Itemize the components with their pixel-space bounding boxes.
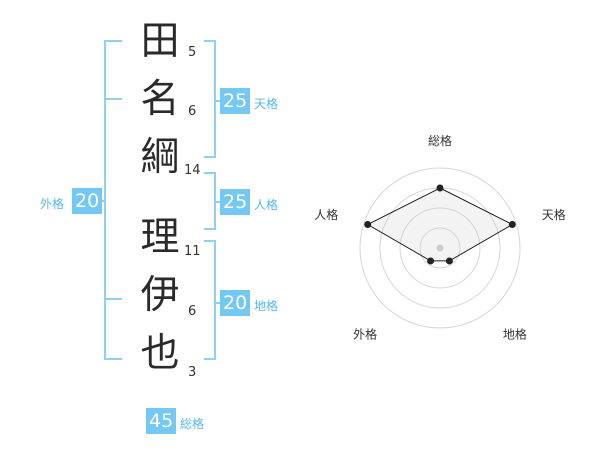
- name-char-2: 名: [140, 77, 180, 122]
- soukaku-label: 総格: [180, 417, 205, 431]
- gaikaku-bracket-tick-lower: [104, 298, 122, 300]
- radar-point-2: [508, 221, 516, 229]
- gaikaku-label: 外格: [40, 197, 65, 211]
- chikaku-connector: [214, 302, 222, 304]
- name-char-5: 伊: [140, 273, 180, 318]
- stroke-count-2: 6: [188, 104, 197, 119]
- chikaku-label: 地格: [254, 299, 279, 313]
- tenkaku-connector: [214, 100, 222, 102]
- radar-axis-label-1: 総格: [428, 133, 452, 148]
- radar-axis-label-3: 地格: [503, 327, 527, 342]
- stroke-count-1: 5: [188, 45, 197, 60]
- name-char-1: 田: [140, 19, 180, 64]
- name-char-6: 也: [140, 331, 180, 376]
- radar-center-dot: [436, 244, 444, 252]
- stroke-count-4: 11: [184, 244, 201, 259]
- radar-point-4: [427, 257, 435, 265]
- radar-ring-2: [399, 207, 481, 289]
- gaikaku-bracket: [104, 40, 122, 360]
- tenkaku-bracket: [204, 40, 216, 158]
- stroke-count-5: 6: [188, 304, 197, 319]
- tenkaku-label: 天格: [254, 97, 279, 111]
- jinkaku-label: 人格: [254, 198, 279, 212]
- stroke-count-6: 3: [188, 365, 197, 380]
- chikaku-bracket: [204, 240, 216, 360]
- radar-series-polygon: [366, 187, 514, 262]
- name-char-3: 綱: [140, 135, 180, 180]
- radar-axis-label-4: 外格: [353, 327, 377, 342]
- stroke-count-3: 14: [184, 163, 201, 178]
- name-char-4: 理: [140, 215, 180, 260]
- radar-point-5: [364, 221, 372, 229]
- gaikaku-bracket-tick-upper: [104, 98, 122, 100]
- tenkaku-value: 25: [220, 88, 251, 114]
- jinkaku-connector: [214, 201, 222, 203]
- soukaku-value: 45: [146, 408, 177, 434]
- chikaku-value: 20: [220, 290, 251, 316]
- gaikaku-value: 20: [72, 188, 103, 214]
- radar-axis-label-5: 人格: [314, 207, 338, 222]
- radar-point-3: [445, 257, 453, 265]
- jinkaku-value: 25: [220, 189, 251, 215]
- radar-ring-4: [359, 167, 521, 329]
- radar-point-1: [436, 184, 444, 192]
- radar-axis-label-2: 天格: [542, 207, 566, 222]
- radar-ring-1: [419, 227, 461, 269]
